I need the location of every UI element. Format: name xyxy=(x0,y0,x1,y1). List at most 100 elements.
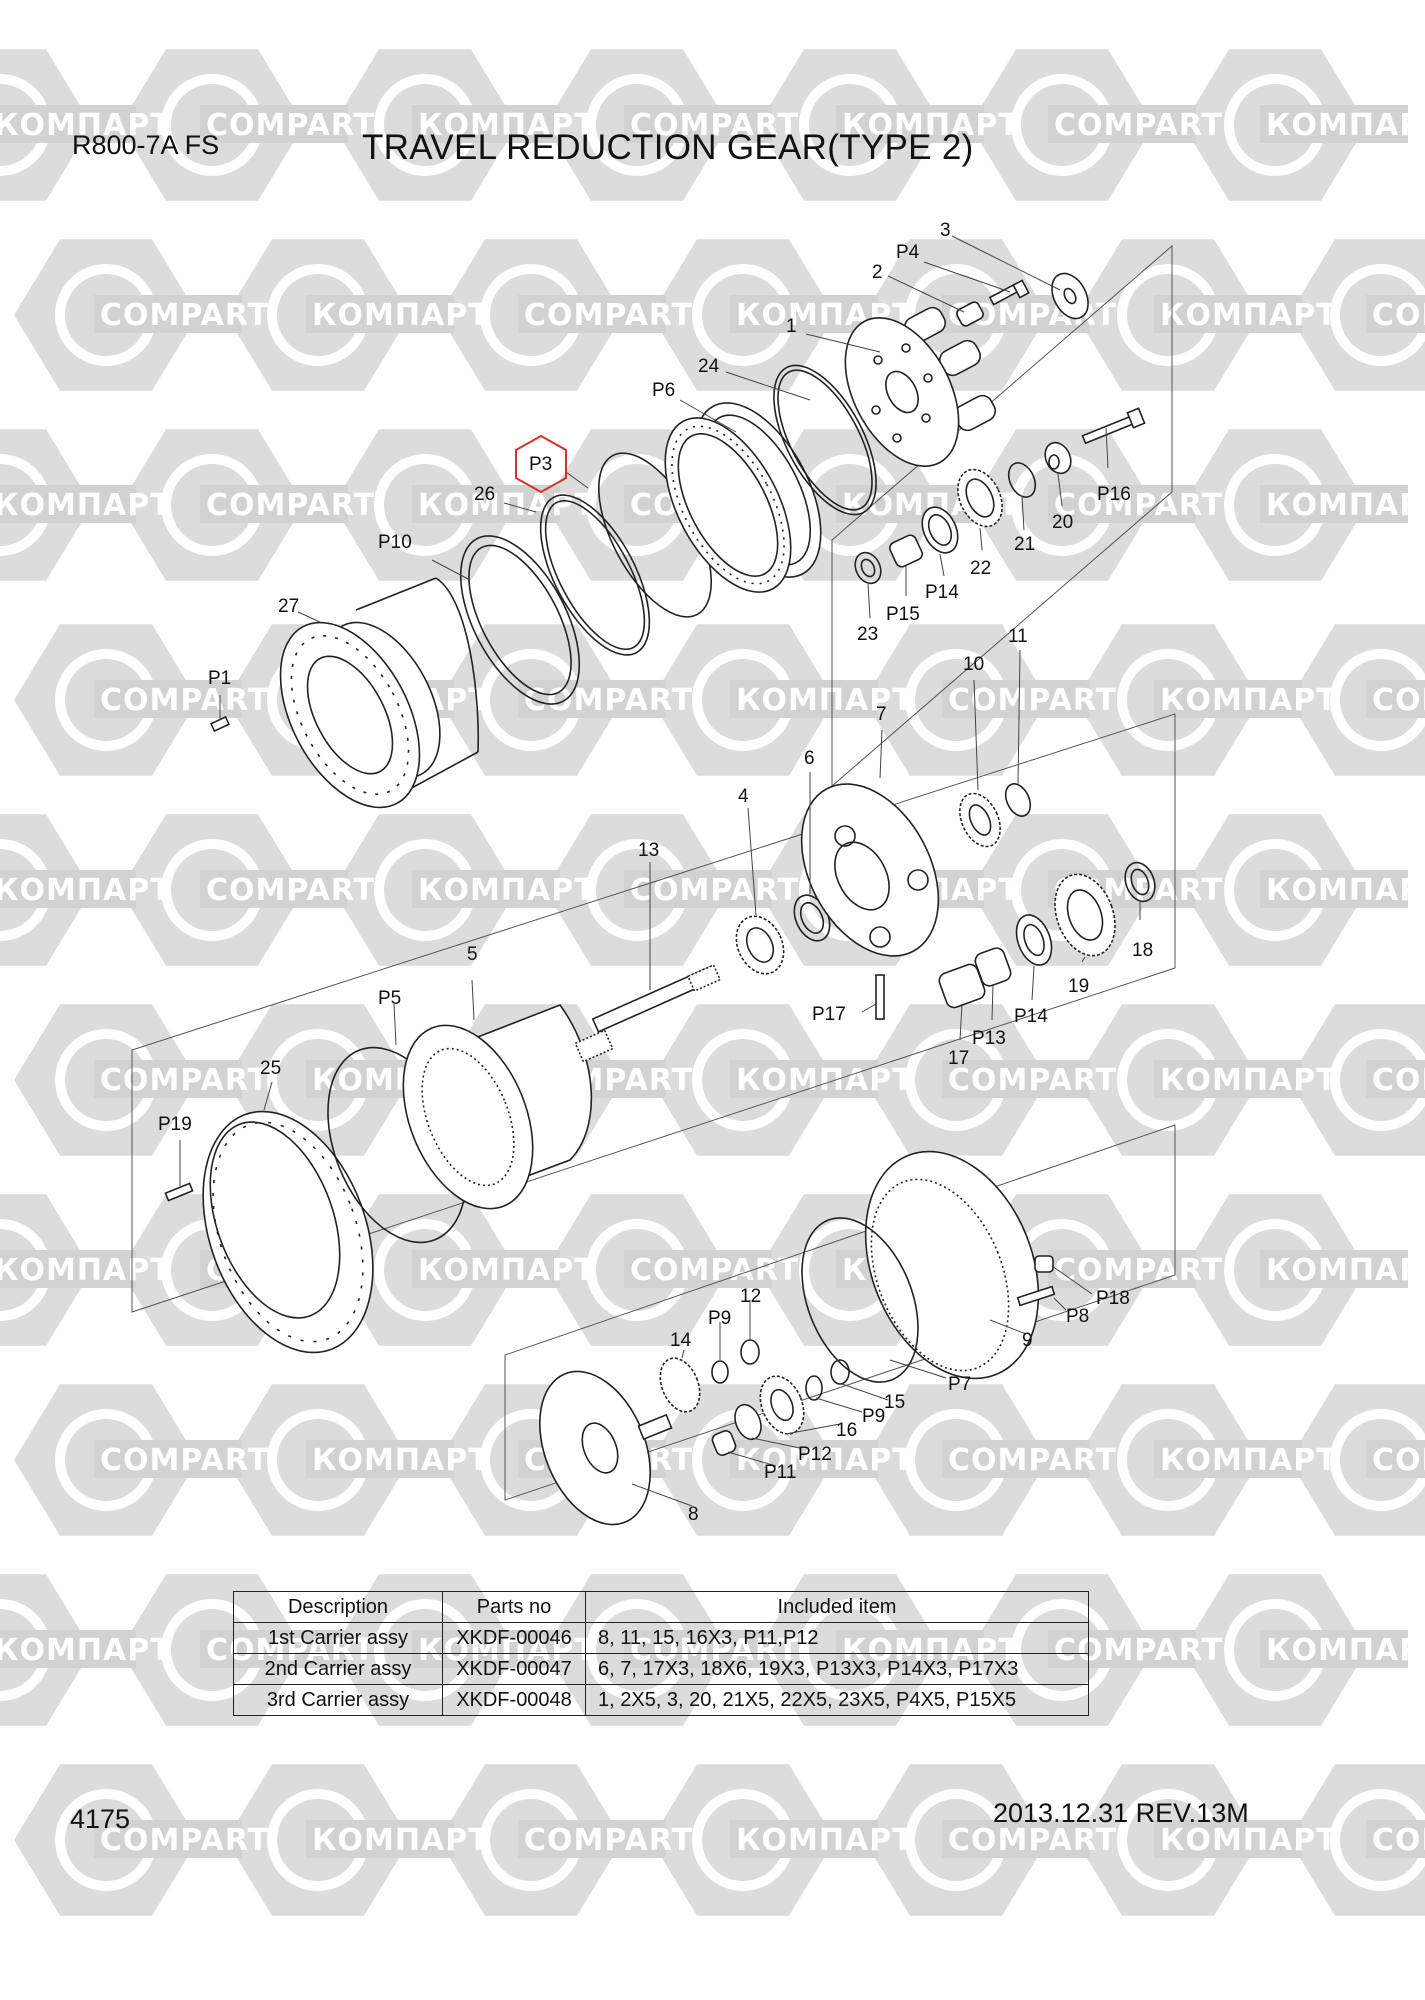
callout-P13[interactable]: P13 xyxy=(972,1028,1006,1049)
table-cell-parts-no[interactable]: XKDF-00048 xyxy=(442,1684,586,1716)
callout-26[interactable]: 26 xyxy=(474,484,495,505)
watermark-word: КОМПАРТ xyxy=(736,683,914,718)
watermark-ring xyxy=(1330,649,1425,751)
callout-P14-middle[interactable]: P14 xyxy=(1014,1006,1048,1027)
callout-15[interactable]: 15 xyxy=(884,1392,905,1413)
part-P13-needle-bearing xyxy=(974,947,1012,987)
watermark-word: КОМПАРТ xyxy=(0,108,172,143)
watermark-band xyxy=(1048,485,1196,523)
watermark-word: КОМПАРТ xyxy=(1160,1063,1338,1098)
callout-P9-right[interactable]: P9 xyxy=(862,1406,885,1427)
watermark-word: КОМПАРТ xyxy=(312,1443,490,1478)
watermark-ring xyxy=(1330,1789,1425,1891)
watermark-band xyxy=(1154,1060,1302,1098)
callout-14[interactable]: 14 xyxy=(670,1330,692,1351)
callout-12[interactable]: 12 xyxy=(740,1286,761,1307)
callout-20[interactable]: 20 xyxy=(1052,512,1073,533)
table-cell-description: 2nd Carrier assy xyxy=(233,1653,443,1685)
callout-13[interactable]: 13 xyxy=(638,840,659,861)
watermark-word: COMPART xyxy=(524,683,693,718)
watermark-band xyxy=(0,870,136,908)
callout-16[interactable]: 16 xyxy=(836,1420,857,1441)
callout-P10[interactable]: P10 xyxy=(378,532,412,553)
callout-24[interactable]: 24 xyxy=(698,356,720,377)
callout-P14-upper[interactable]: P14 xyxy=(925,582,959,603)
callout-11[interactable]: 11 xyxy=(1008,626,1028,647)
page-title: TRAVEL REDUCTION GEAR(TYPE 2) xyxy=(362,128,974,167)
watermark-band xyxy=(730,295,878,333)
callout-P7[interactable]: P7 xyxy=(948,1374,971,1395)
part-P7-o-ring xyxy=(801,1217,919,1383)
part-P9-washer-a xyxy=(711,1360,729,1384)
callout-P3[interactable]: P3 xyxy=(529,454,552,475)
watermark-word: КОМПАРТ xyxy=(312,298,490,333)
callout-P18[interactable]: P18 xyxy=(1096,1288,1130,1309)
table-cell-parts-no[interactable]: XKDF-00047 xyxy=(442,1653,586,1685)
callout-P6[interactable]: P6 xyxy=(652,380,675,401)
watermark-word: КОМПАРТ xyxy=(1266,108,1425,143)
watermark-band xyxy=(94,1440,242,1478)
callout-22[interactable]: 22 xyxy=(970,558,991,579)
watermark-word: КОМПАРТ xyxy=(842,108,1020,143)
callout-P5[interactable]: P5 xyxy=(378,988,401,1009)
watermark-band xyxy=(1366,1440,1425,1478)
callout-10[interactable]: 10 xyxy=(963,654,984,675)
callout-P9-left[interactable]: P9 xyxy=(708,1308,731,1329)
part-16-planet-gear xyxy=(759,1375,805,1435)
callout-6[interactable]: 6 xyxy=(804,748,815,769)
part-8-carrier xyxy=(538,1370,673,1526)
watermark-word: COMPART xyxy=(206,488,375,523)
callout-9[interactable]: 9 xyxy=(1022,1330,1033,1351)
watermark-band xyxy=(624,1250,772,1288)
callout-21[interactable]: 21 xyxy=(1014,534,1035,555)
callout-P16[interactable]: P16 xyxy=(1097,484,1131,505)
P3-highlight-hexagon[interactable] xyxy=(515,434,567,494)
table-cell-included-item: 1, 2X5, 3, 20, 21X5, 22X5, 23X5, P4X5, P… xyxy=(585,1684,1089,1716)
watermark-band xyxy=(624,105,772,143)
callout-7[interactable]: 7 xyxy=(876,704,887,725)
watermark-word: COMPART xyxy=(524,1823,693,1858)
watermark-band xyxy=(306,1820,454,1858)
callout-P17[interactable]: P17 xyxy=(812,1004,846,1025)
callout-2[interactable]: 2 xyxy=(872,262,883,283)
part-27-housing xyxy=(279,577,480,809)
part-10-sun-gear xyxy=(959,792,1001,848)
callout-P11[interactable]: P11 xyxy=(764,1462,796,1483)
callout-23[interactable]: 23 xyxy=(857,624,878,645)
watermark-word: КОМПАРТ xyxy=(736,1823,914,1858)
callout-19[interactable]: 19 xyxy=(1068,976,1089,997)
callout-25[interactable]: 25 xyxy=(260,1058,281,1079)
watermark-band xyxy=(200,485,348,523)
callout-P15[interactable]: P15 xyxy=(886,604,920,625)
callout-17[interactable]: 17 xyxy=(948,1048,969,1069)
watermark-band xyxy=(1260,870,1408,908)
watermark-band xyxy=(1048,1250,1196,1288)
part-25-flange xyxy=(202,1110,374,1354)
watermark-band xyxy=(306,1440,454,1478)
callout-P4[interactable]: P4 xyxy=(896,242,920,263)
callout-18[interactable]: 18 xyxy=(1132,940,1153,961)
part-21-washer xyxy=(1007,462,1037,498)
watermark-word: COMPART xyxy=(100,1443,269,1478)
watermark-band xyxy=(942,1820,1090,1858)
watermark-band xyxy=(1154,1440,1302,1478)
watermark-band xyxy=(94,295,242,333)
callout-P1[interactable]: P1 xyxy=(208,668,231,689)
table-cell-parts-no[interactable]: XKDF-00046 xyxy=(442,1622,586,1654)
watermark-word: КОМПАРТ xyxy=(1266,1633,1425,1668)
part-P15-pin xyxy=(888,534,924,568)
watermark-band xyxy=(942,1440,1090,1478)
callout-P8[interactable]: P8 xyxy=(1066,1306,1089,1327)
callout-5[interactable]: 5 xyxy=(467,944,478,965)
callout-4[interactable]: 4 xyxy=(738,786,749,807)
callout-P19[interactable]: P19 xyxy=(158,1114,192,1135)
callout-8[interactable]: 8 xyxy=(688,1504,699,1525)
callout-3[interactable]: 3 xyxy=(940,220,951,241)
watermark-band xyxy=(730,1820,878,1858)
part-20-bushing xyxy=(1044,441,1072,475)
callout-27[interactable]: 27 xyxy=(278,596,299,617)
revision-date: 2013.12.31 REV.13M xyxy=(993,1798,1249,1828)
callout-P12[interactable]: P12 xyxy=(798,1444,832,1465)
callout-1[interactable]: 1 xyxy=(786,316,797,337)
